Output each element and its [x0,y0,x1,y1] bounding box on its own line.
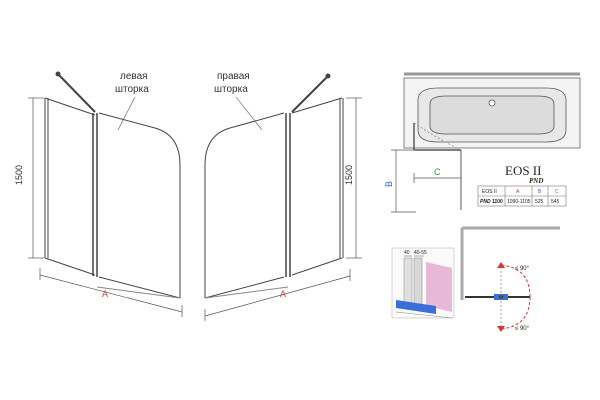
profile-detail: 40 40-55 [391,247,455,319]
left-height-label: 1500 [14,165,24,185]
angle-top-label: ≤ 90° [515,266,530,272]
dimension-b [391,149,416,213]
dimension-b-label: B [384,181,394,187]
right-curtain-leader [235,96,263,131]
left-curtain-label-1: левая [120,71,148,82]
left-curtain-leader [117,96,136,131]
dimension-c [413,173,462,183]
left-screen [44,71,181,299]
model-name: EOS II [505,163,541,178]
spec-table: EOS II A B C PND 1100 1090-1105 525 545 [477,185,567,207]
dimension-c-label: C [434,167,441,177]
table-cell-model: PND 1100 [480,199,503,205]
table-cell-a: 1090-1105 [507,199,531,205]
bathtub-top-view [403,72,581,210]
table-header-model: EOS II [482,189,497,195]
swing-angle-detail [460,226,560,332]
table-header-c: C [555,189,559,195]
right-screen [204,73,344,299]
detail-dim-40-55: 40-55 [414,250,427,256]
table-cell-b: 525 [535,199,544,205]
right-height-dimension [346,97,362,259]
table-cell-c: 545 [551,199,560,205]
table-header-a: A [516,189,520,195]
table-header-b: B [538,189,542,195]
right-width-dimension [204,269,351,321]
right-curtain-label-1: правая [217,71,250,82]
model-subtitle: PND [529,177,543,185]
left-curtain-label-2: шторка [115,84,149,95]
angle-bottom-label: ≤ 90° [515,326,530,332]
left-height-dimension [28,97,44,259]
right-width-label: A [280,289,286,299]
detail-dim-40: 40 [404,250,410,256]
right-curtain-label-2: шторка [214,84,248,95]
right-height-label: 1500 [344,165,354,185]
left-width-label: A [102,289,108,299]
left-width-dimension [39,268,183,317]
